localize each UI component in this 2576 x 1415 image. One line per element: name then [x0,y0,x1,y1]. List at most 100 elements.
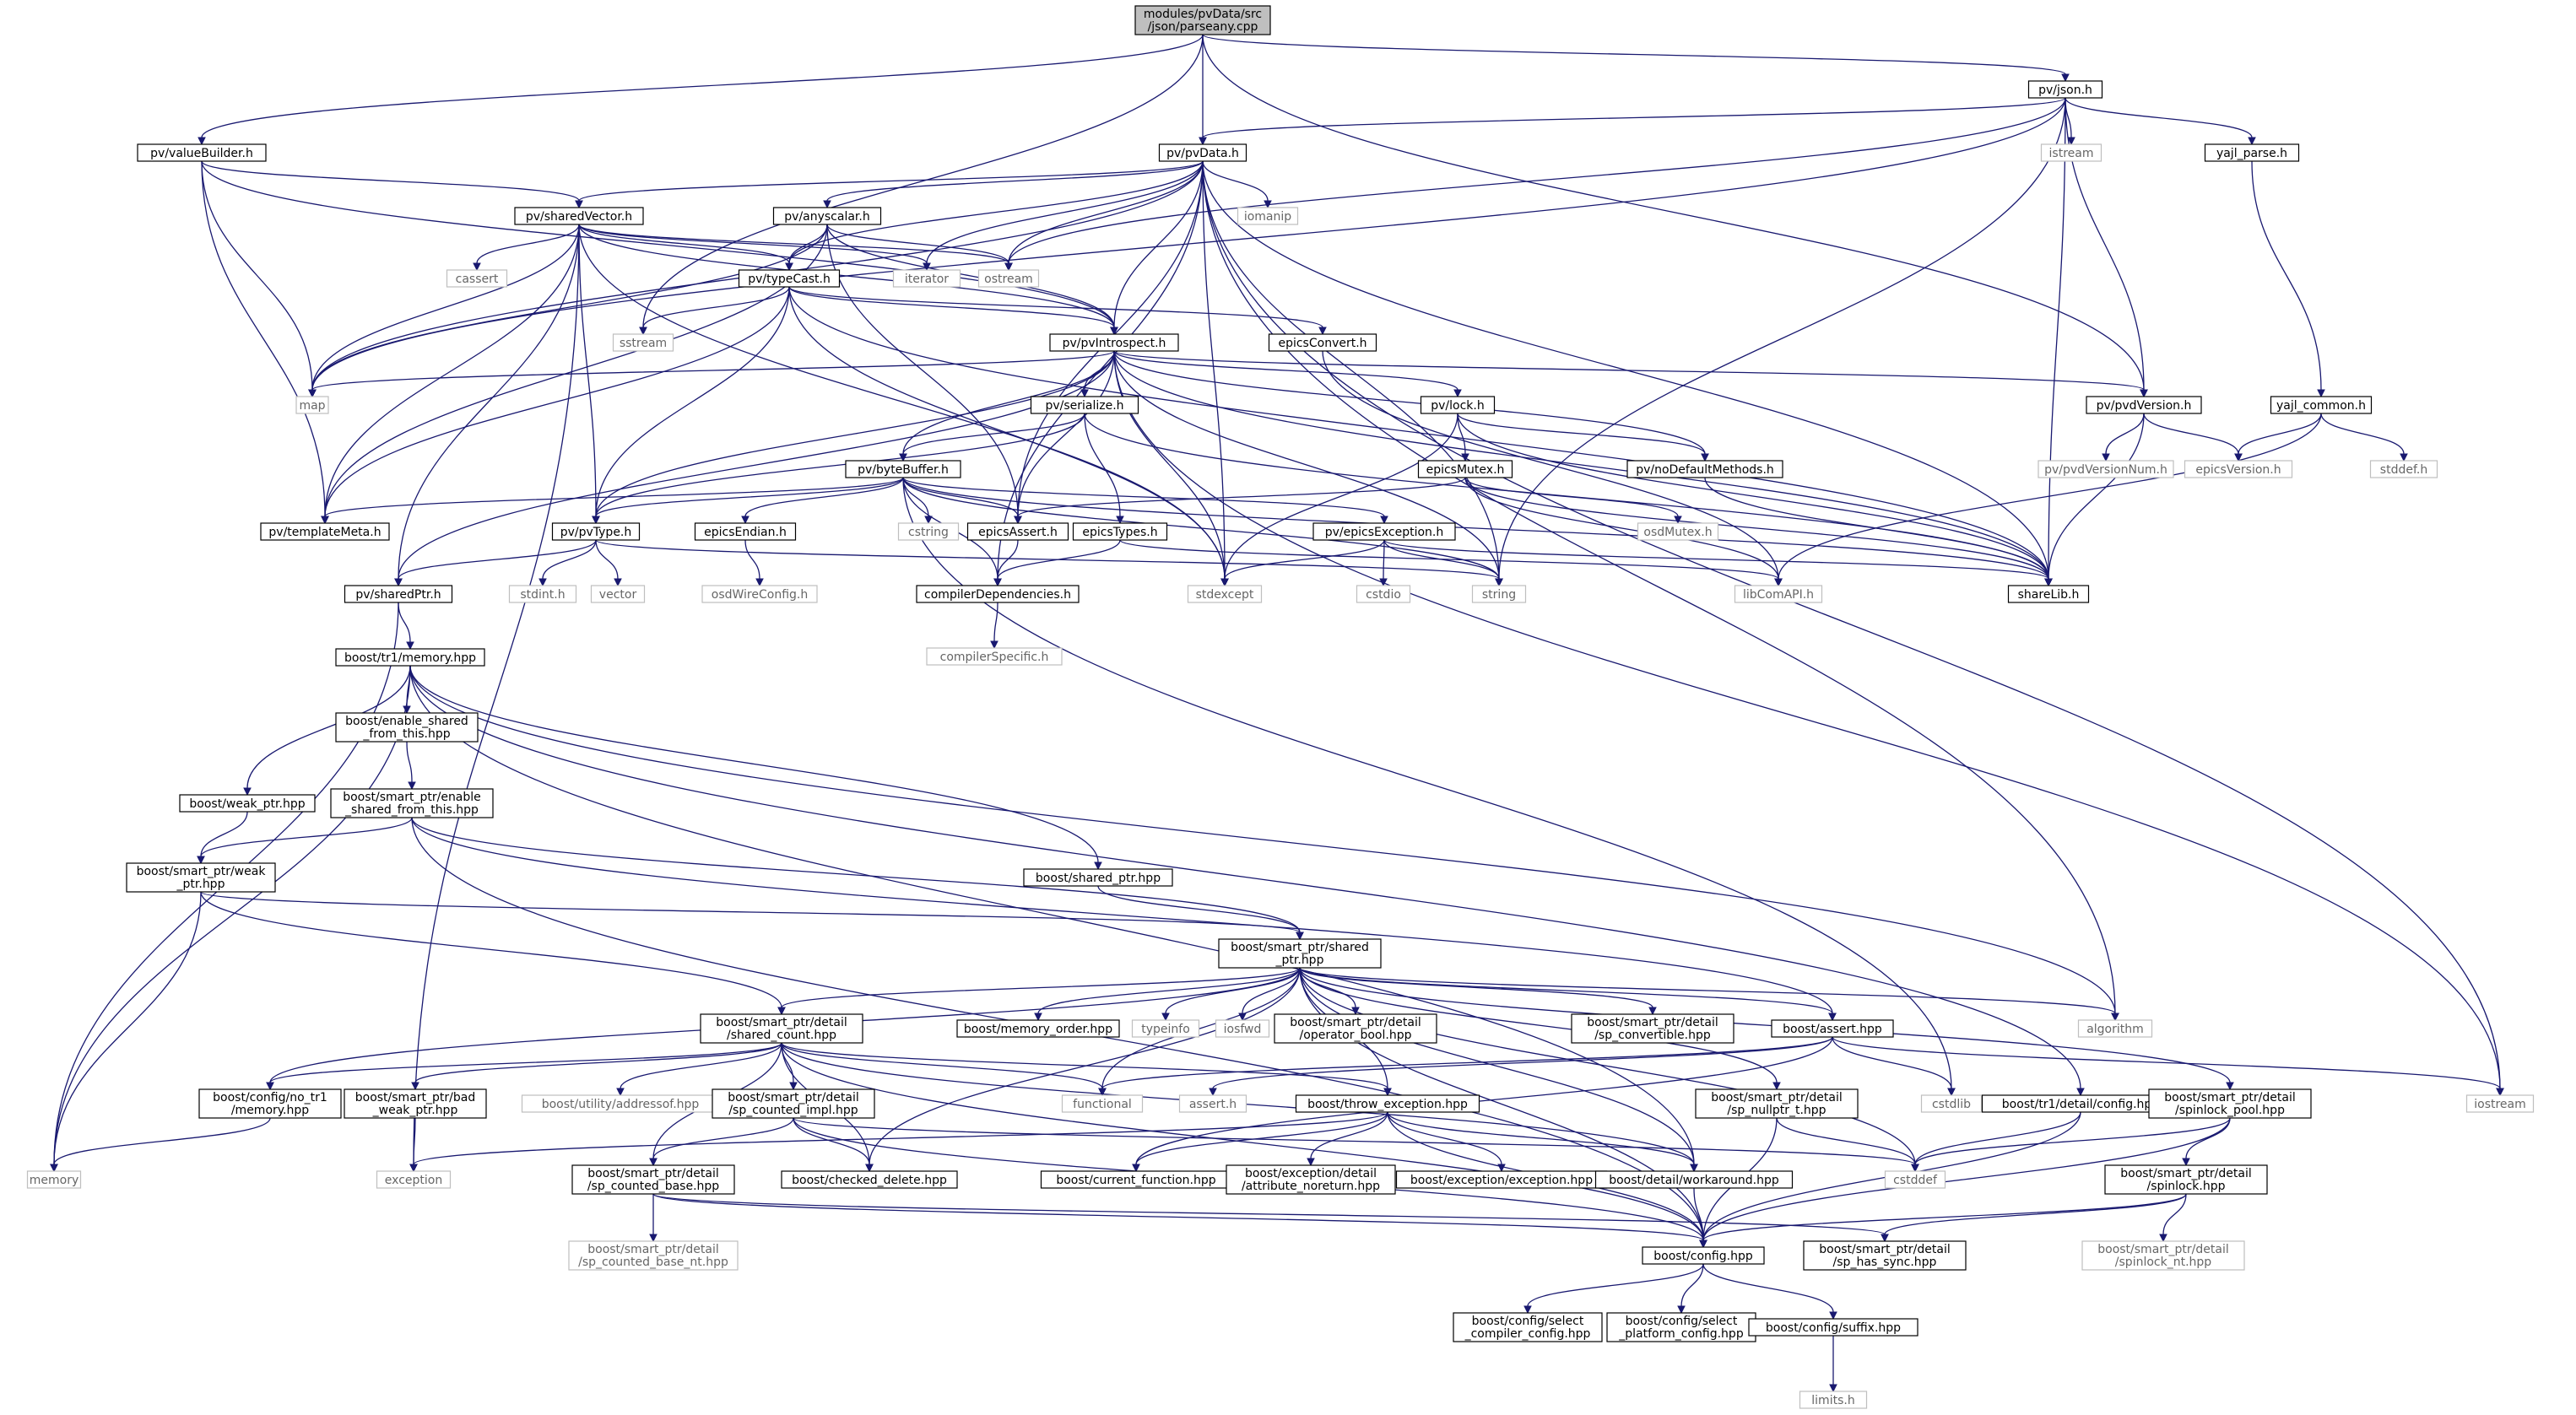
node-label: boost/config/select [1472,1315,1584,1328]
node-box [1072,522,1168,541]
node-label: boost/current_function.hpp [1056,1174,1215,1187]
node-sp_counted_impl[interactable]: boost/smart_ptr/detail/sp_counted_impl.h… [712,1088,875,1119]
node-lock[interactable]: pv/lock.h [1420,396,1496,414]
node-box [1158,143,1247,162]
edge-tr1_config-to-cstddef [1911,1111,2081,1173]
node-select_compiler[interactable]: boost/config/select_compiler_config.hpp [1453,1312,1603,1342]
node-weak_ptr[interactable]: boost/weak_ptr.hpp [179,794,316,813]
node-label: boost/smart_ptr/detail [2120,1167,2251,1180]
node-box [845,460,961,478]
node-sp_convertible[interactable]: boost/smart_ptr/detail/sp_convertible.hp… [1571,1013,1734,1044]
node-label: boost/smart_ptr/detail [2097,1243,2228,1256]
node-label: boost/smart_ptr/detail [587,1167,718,1180]
edge-shared_count-to-bad_weak_ptr [411,1042,782,1091]
edge-pvjson-to-shareLib [2044,97,2066,587]
node-spinlock[interactable]: boost/smart_ptr/detail/spinlock.hpp [2104,1164,2268,1195]
node-sp_has_sync[interactable]: boost/smart_ptr/detail/sp_has_sync.hpp [1803,1240,1967,1271]
node-workaround[interactable]: boost/detail/workaround.hpp [1594,1170,1794,1189]
edge-sp_weak_ptr-to-shared_count [200,891,786,1016]
node-epicsMutex[interactable]: epicsMutex.h [1417,460,1513,478]
node-yajl_parse[interactable]: yajl_parse.h [2204,143,2300,162]
node-no_tr1[interactable]: boost/config/no_tr1/memory.hpp [198,1088,342,1119]
node-pvdVersion[interactable]: pv/pvdVersion.h [2086,396,2202,414]
node-cstring: cstring [897,522,960,541]
node-templateMeta[interactable]: pv/templateMeta.h [260,522,390,541]
node-label: _ptr.hpp [176,878,225,891]
edge-epicsMutex-to-epicsAssert [1014,477,1466,525]
edge-sharedVector-to-templateMeta [321,224,580,525]
node-spinlock_pool[interactable]: boost/smart_ptr/detail/spinlock_pool.hpp [2148,1088,2312,1119]
edge-byteBuffer-to-templateMeta [321,477,904,525]
node-operator_bool[interactable]: boost/smart_ptr/detail/operator_bool.hpp [1274,1013,1437,1044]
node-attribute_noreturn[interactable]: boost/exception/detail/attribute_noretur… [1226,1164,1396,1195]
node-select_platform[interactable]: boost/config/select_platform_config.hpp [1606,1312,1756,1342]
node-box [1420,396,1496,414]
node-checked_delete[interactable]: boost/checked_delete.hpp [781,1170,958,1189]
node-pvjson[interactable]: pv/json.h [2027,80,2103,99]
node-box [2148,1088,2312,1119]
edge-pvType-to-vector [595,539,622,587]
node-boost_config[interactable]: boost/config.hpp [1642,1246,1765,1265]
node-shared_ptr_hpp[interactable]: boost/shared_ptr.hpp [1023,868,1173,887]
node-noDefaultMethods[interactable]: pv/noDefaultMethods.h [1626,460,1783,478]
node-current_function[interactable]: boost/current_function.hpp [1040,1170,1232,1189]
node-box [897,522,960,541]
edge-epicsTypes-to-libComAPI [1119,539,1783,587]
node-epicsConvert[interactable]: epicsConvert.h [1268,333,1377,352]
node-sp_nullptr_t[interactable]: boost/smart_ptr/detail/sp_nullptr_t.hpp [1695,1088,1859,1119]
edge-typeCast-to-epicsConvert [788,286,1327,336]
node-throw_exception[interactable]: boost/throw_exception.hpp [1295,1094,1480,1113]
node-shareLib[interactable]: shareLib.h [2007,585,2090,603]
node-memory_order[interactable]: boost/memory_order.hpp [956,1019,1120,1038]
edge-lock-to-stdexcept [1220,413,1458,587]
node-epicsAssert[interactable]: epicsAssert.h [966,522,1069,541]
node-sp_enable_shared[interactable]: boost/smart_ptr/enable_shared_from_this.… [330,788,494,818]
node-pvData[interactable]: pv/pvData.h [1158,143,1247,162]
edge-epicsException-to-string [1383,539,1503,587]
node-sp_counted_base[interactable]: boost/smart_ptr/detail/sp_counted_base.h… [571,1164,735,1195]
node-root[interactable]: modules/pvData/src/json/parseany.cpp [1134,5,1271,35]
node-valueBuilder[interactable]: pv/valueBuilder.h [137,143,267,162]
node-tr1memory[interactable]: boost/tr1/memory.hpp [335,648,485,667]
node-shared_count[interactable]: boost/smart_ptr/detail/shared_count.hpp [700,1013,863,1044]
node-epicsException[interactable]: pv/epicsException.h [1312,522,1456,541]
node-tr1_config[interactable]: boost/tr1/detail/config.hpp [1981,1094,2180,1113]
node-label: boost/detail/workaround.hpp [1609,1174,1779,1187]
node-sp_weak_ptr[interactable]: boost/smart_ptr/weak_ptr.hpp [126,862,276,893]
node-exception_hpp[interactable]: boost/exception/exception.hpp [1395,1170,1608,1189]
node-label: osdWireConfig.h [712,588,808,602]
node-label: _platform_config.hpp [1618,1327,1744,1341]
edge-sp_counted_base-to-boost_config [652,1193,1707,1249]
node-label: _ptr.hpp [1275,953,1324,967]
node-box [1134,5,1271,35]
node-boost_assert[interactable]: boost/assert.hpp [1771,1019,1894,1038]
edge-valueBuilder-to-templateMeta [201,160,329,525]
node-label: boost/smart_ptr/detail [716,1016,847,1029]
node-byteBuffer[interactable]: pv/byteBuffer.h [845,460,961,478]
node-sharedPtr[interactable]: pv/sharedPtr.h [344,585,453,603]
node-sp_shared_ptr[interactable]: boost/smart_ptr/shared_ptr.hpp [1218,938,1382,969]
node-serialize[interactable]: pv/serialize.h [1030,396,1139,414]
node-suffix[interactable]: boost/config/suffix.hpp [1748,1318,1918,1337]
node-epicsEndian[interactable]: epicsEndian.h [694,522,797,541]
node-label: exception [385,1174,442,1187]
node-enable_shared[interactable]: boost/enable_shared_from_this.hpp [335,712,479,743]
node-sp_counted_base_nt: boost/smart_ptr/detail/sp_counted_base_n… [568,1240,739,1271]
node-box [2040,143,2102,162]
edge-throw_exception-to-exception_hpp [1387,1111,1506,1173]
node-yajl_common[interactable]: yajl_common.h [2270,396,2373,414]
node-typeCast[interactable]: pv/typeCast.h [738,269,841,288]
node-epicsTypes[interactable]: epicsTypes.h [1072,522,1168,541]
node-pvType[interactable]: pv/pvType.h [551,522,641,541]
node-label: boost/smart_ptr/detail [1819,1243,1950,1256]
node-sharedVector[interactable]: pv/sharedVector.h [514,207,644,225]
node-label: boost/checked_delete.hpp [792,1174,947,1187]
node-pvIntrospect[interactable]: pv/pvIntrospect.h [1049,333,1179,352]
node-compilerDependencies[interactable]: compilerDependencies.h [916,585,1080,603]
edge-pvIntrospect-to-iostream [1113,350,2504,1097]
node-anyscalar[interactable]: pv/anyscalar.h [772,207,882,225]
node-box [2204,143,2300,162]
node-box [1274,1013,1437,1044]
node-bad_weak_ptr[interactable]: boost/smart_ptr/bad_weak_ptr.hpp [344,1088,487,1119]
node-label: iterator [905,273,949,286]
